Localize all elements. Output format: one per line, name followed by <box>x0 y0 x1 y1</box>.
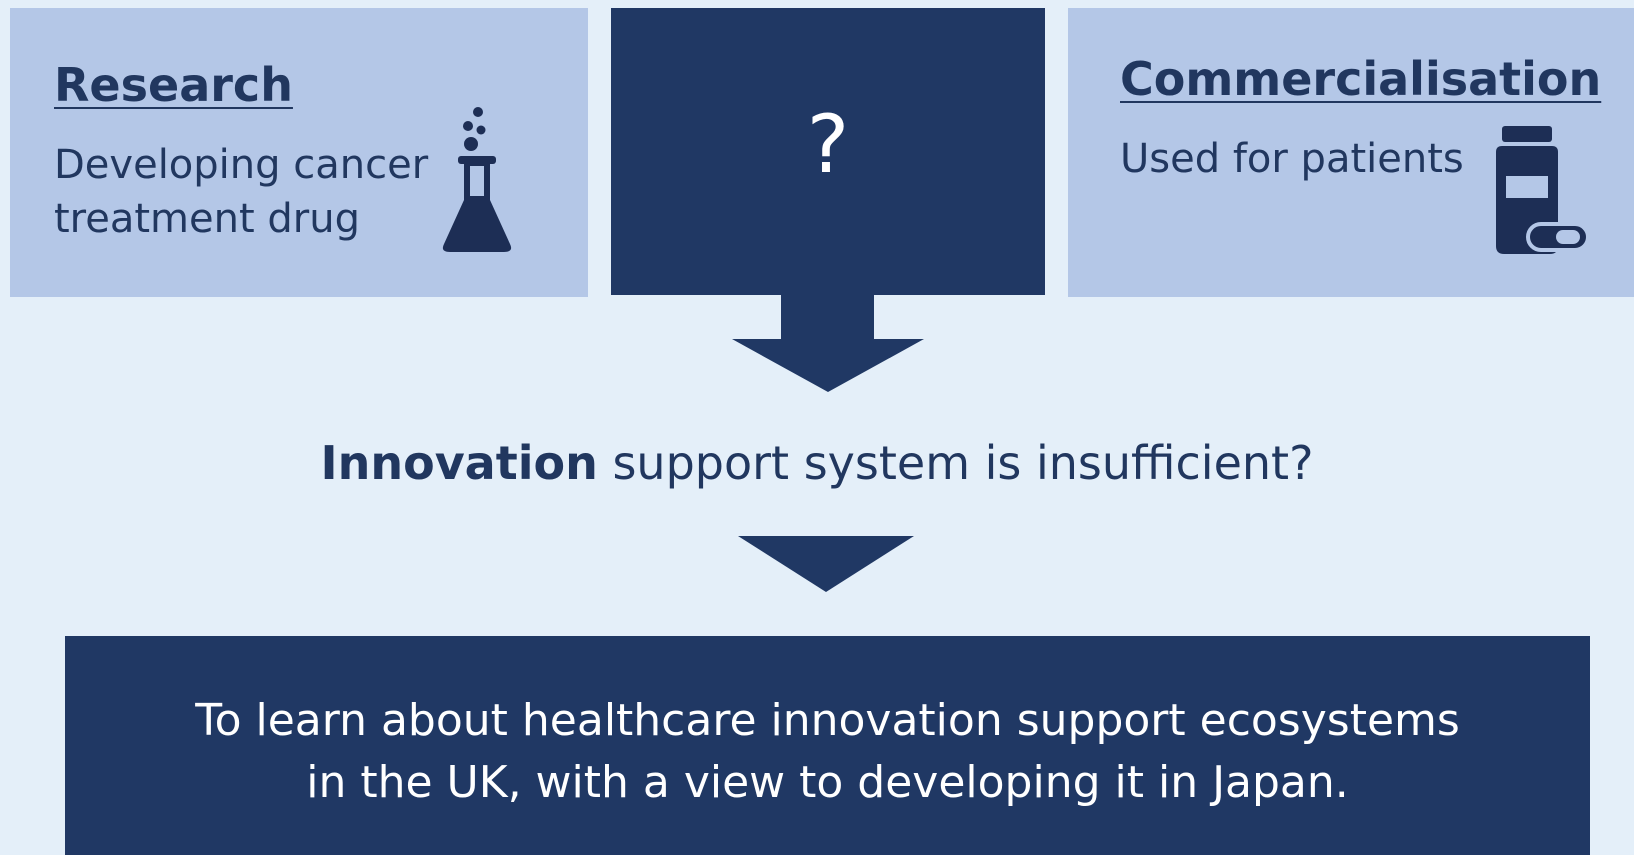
goal-text: To learn about healthcare innovation sup… <box>65 690 1590 814</box>
question-mark: ? <box>806 98 850 191</box>
support-statement-rest: support system is insufficient? <box>597 436 1314 490</box>
research-title: Research <box>54 58 293 112</box>
down-arrow-icon <box>732 294 924 392</box>
goal-text-line1: To learn about healthcare innovation sup… <box>195 695 1460 746</box>
commercialisation-title: Commercialisation <box>1120 52 1602 106</box>
research-description-line1: Developing cancer <box>54 142 429 188</box>
medicine-bottle-icon <box>1496 126 1590 254</box>
unknown-stage-box: ? <box>611 8 1045 295</box>
commercialisation-description: Used for patients <box>1120 136 1464 182</box>
research-description: Developing cancer treatment drug <box>54 138 428 246</box>
research-description-line2: treatment drug <box>54 196 360 242</box>
commercialisation-box: Commercialisation Used for patients <box>1068 8 1634 297</box>
goal-box: To learn about healthcare innovation sup… <box>65 636 1590 855</box>
down-triangle-icon <box>738 536 914 592</box>
goal-text-line2: in the UK, with a view to developing it … <box>306 757 1349 808</box>
research-box: Research Developing cancer treatment dru… <box>10 8 588 297</box>
support-statement: Innovation support system is insufficien… <box>0 436 1634 490</box>
support-statement-bold: Innovation <box>320 436 598 490</box>
flask-icon <box>442 107 512 252</box>
